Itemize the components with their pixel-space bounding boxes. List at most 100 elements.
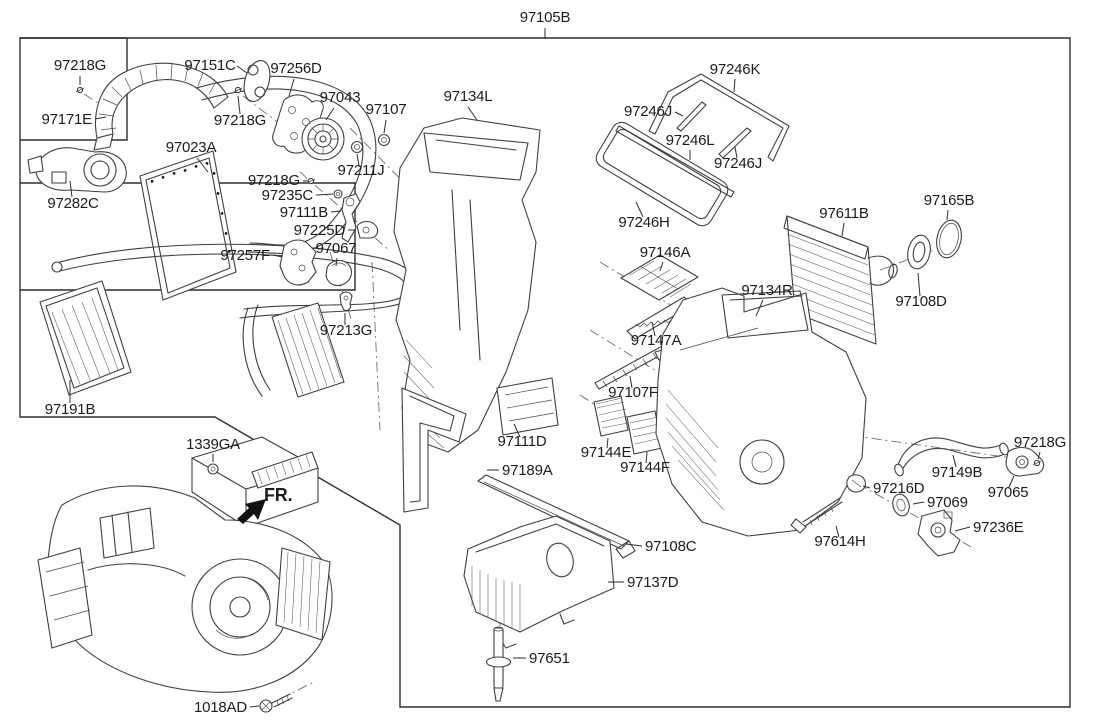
part-seal-97246l <box>615 125 735 198</box>
part-lever-97111b <box>341 193 361 243</box>
part-blower-assembly <box>37 436 333 693</box>
leader-line-97218g <box>1037 451 1041 460</box>
part-label-97107f: 97107F <box>608 384 658 401</box>
leader-line-97144f <box>645 451 648 464</box>
part-seal-97246j-left <box>676 101 707 132</box>
leader-line-97069 <box>912 501 925 505</box>
part-label-97218g: 97218G <box>248 172 300 189</box>
part-knob-97067 <box>325 259 353 287</box>
part-rod-97651 <box>485 626 512 702</box>
part-label-97246k: 97246K <box>710 61 761 78</box>
leader-line-97235c <box>315 193 334 196</box>
part-seal-97189a <box>401 387 467 513</box>
leader-line-97149b <box>952 454 957 468</box>
part-label-97146a: 97146A <box>640 244 691 261</box>
part-label-97246j: 97246J <box>624 103 672 120</box>
leader-line-97107 <box>383 119 387 134</box>
leader-line-97614h <box>835 525 840 538</box>
part-label-97023a: 97023A <box>166 139 217 156</box>
part-clip-97216d <box>846 474 866 493</box>
part-label-97256d: 97256D <box>270 60 322 77</box>
leader-line-97147a <box>651 321 656 337</box>
leader-line-97236e <box>954 526 971 532</box>
part-label-97211j: 97211J <box>338 162 385 179</box>
part-seal-97246k <box>648 73 790 162</box>
part-pin-97218g-bracket <box>233 86 243 94</box>
leader-line-97218g <box>237 95 241 115</box>
part-label-97614h: 97614H <box>814 533 865 550</box>
part-label-97189a: 97189A <box>502 462 553 479</box>
part-filter-97144f <box>626 410 663 455</box>
part-cam-97225d <box>356 220 379 239</box>
leader-line-97211j <box>356 153 360 167</box>
leader-line-97065 <box>1008 475 1015 488</box>
leader-line-97108c <box>625 543 643 547</box>
leader-line-97067 <box>335 257 338 267</box>
part-label-97043: 97043 <box>320 89 361 106</box>
part-label-97108d: 97108D <box>895 293 947 310</box>
part-label-97165b: 97165B <box>924 192 975 209</box>
part-label-97144e: 97144E <box>581 444 632 461</box>
part-label-97246h: 97246H <box>618 214 669 231</box>
part-grommet-97108d <box>907 234 931 270</box>
part-pin-97218g-topleft <box>75 86 85 94</box>
leader-line-97257f <box>272 254 283 258</box>
part-label-97216d: 97216D <box>873 480 925 497</box>
part-label-97191b: 97191B <box>45 401 96 418</box>
part-label-97149b: 97149B <box>932 464 983 481</box>
part-disc-97043 <box>301 117 345 161</box>
part-label-97137d: 97137D <box>627 574 679 591</box>
part-pad-97165b <box>936 219 962 259</box>
part-screw-1018ad <box>259 693 293 713</box>
fr-label: FR. <box>264 485 292 505</box>
part-pin-97218g-right <box>1032 459 1042 467</box>
part-label-97246j: 97246J <box>714 155 762 172</box>
leader-line-97246h <box>635 201 644 218</box>
part-label-97218g: 97218G <box>54 57 106 74</box>
part-label-97282c: 97282C <box>47 195 99 212</box>
part-label-97213g: 97213G <box>320 322 372 339</box>
part-label-97144f: 97144F <box>620 459 670 476</box>
leader-line-97134l <box>467 106 478 121</box>
leader-line-97246k <box>733 78 736 93</box>
part-seal-97246j-right <box>718 127 752 159</box>
part-label-97225d: 97225D <box>294 222 346 239</box>
part-grommet-97069 <box>892 493 910 517</box>
part-nut-97211j <box>350 140 364 154</box>
leader-line-97134r <box>755 299 764 317</box>
leader-line-1018ad <box>249 705 260 708</box>
part-label-97134l: 97134L <box>444 88 493 105</box>
label-leader-lines <box>69 28 1041 708</box>
part-label-97651: 97651 <box>529 650 570 667</box>
part-label-97107: 97107 <box>366 101 407 118</box>
leader-line-97282c <box>69 180 73 198</box>
part-duct-97171e <box>93 62 229 151</box>
part-ring-97235c <box>333 189 343 199</box>
part-case-97134r <box>654 287 867 537</box>
part-label-97235c: 97235C <box>262 187 314 204</box>
part-label-97067: 97067 <box>316 240 357 257</box>
leader-line-97246j <box>734 146 738 159</box>
part-label-97105b: 97105B <box>520 9 571 26</box>
part-label-97246l: 97246L <box>666 132 715 149</box>
main-border <box>19 37 1071 708</box>
part-label-97147a: 97147A <box>631 332 682 349</box>
leader-line-97144e <box>606 437 609 449</box>
leader-line-97256d <box>288 78 295 97</box>
leader-line-97111d <box>513 423 521 438</box>
part-drawings <box>27 59 1045 713</box>
part-servo-97257f <box>279 239 317 286</box>
part-separator-97111d <box>496 377 559 436</box>
part-seal-97246h <box>595 121 729 227</box>
part-label-97257f: 97257F <box>220 247 270 264</box>
leader-line-97216d <box>862 485 871 489</box>
leader-line-97246j <box>674 111 684 117</box>
part-filter-97144e <box>593 395 629 437</box>
part-case-97134l <box>393 117 541 453</box>
part-nut-97107 <box>377 133 391 147</box>
leader-line-97171e <box>94 116 107 120</box>
part-label-97171e: 97171E <box>41 111 92 128</box>
part-label-97134r: 97134R <box>741 282 793 299</box>
